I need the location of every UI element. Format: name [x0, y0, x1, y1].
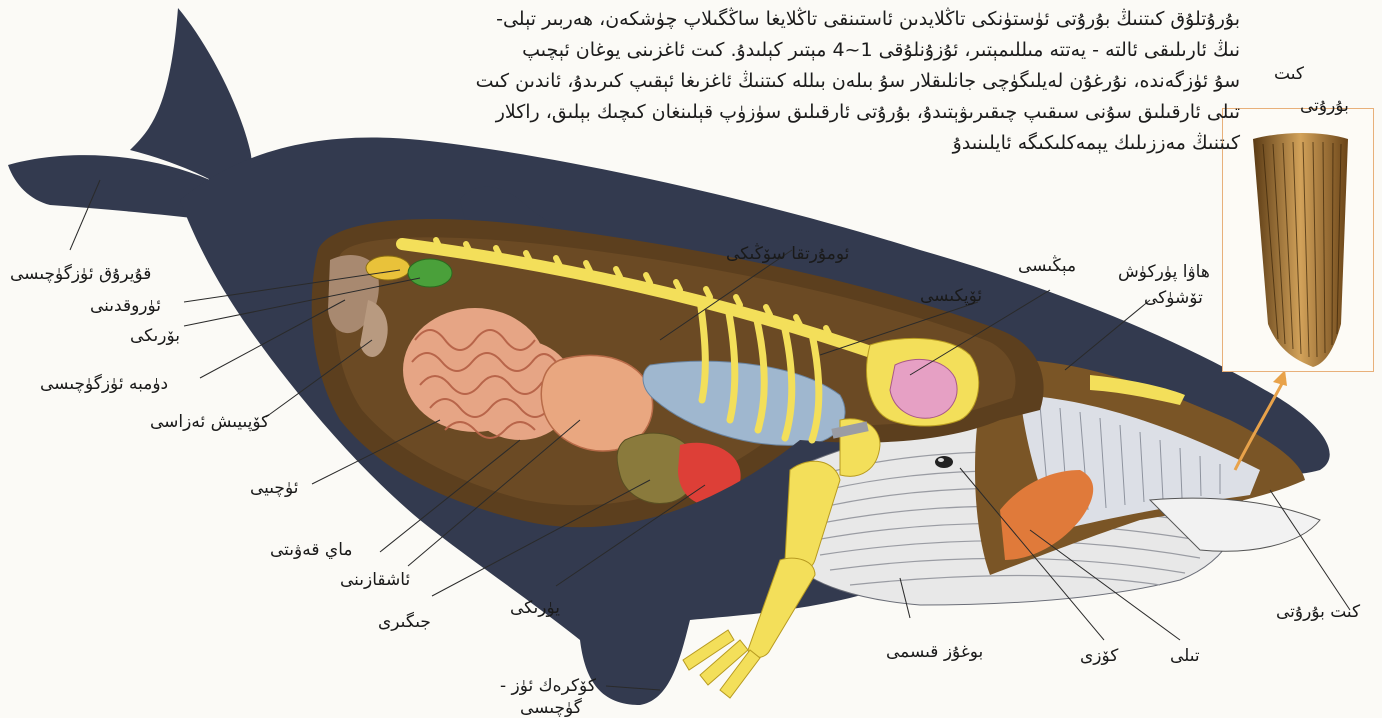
- label-tail-artery: قۇيرۇق ئۈزگۈچىسى: [10, 264, 151, 284]
- ovary-shape: [366, 256, 410, 280]
- label-flipper-line1: كۆكرەك ئۈز -: [500, 676, 596, 696]
- inset-title-line2: بۇرۇتى: [1300, 96, 1349, 116]
- label-eye: كۆزى: [1080, 646, 1118, 666]
- caption-line: نىڭ ئارىلىقى ئالتە - يەتتە مىللىمېتىر، ئ…: [240, 35, 1240, 66]
- label-kidney-top: ئۈروقدىنى: [90, 296, 161, 316]
- label-reproductive: كۆپىيىش ئەزاسى: [150, 412, 269, 432]
- label-heart: يۈرىكى: [510, 598, 560, 618]
- inset-title-line1: كىت: [1274, 64, 1304, 84]
- label-fat-layer: ماي قەۋىتى: [270, 540, 352, 560]
- label-kidney: بۆرىكى: [130, 326, 180, 346]
- baleen-inset: [1222, 108, 1374, 372]
- label-blowhole-line1: ھاۋا پۈركۈش: [1118, 262, 1210, 282]
- label-liver: جىگىرى: [378, 612, 431, 632]
- label-brain: مېڭىسى: [1018, 256, 1076, 276]
- baleen-photo: [1223, 109, 1373, 371]
- caption-paragraph: بۇرۇتلۇق كىتنىڭ بۇرۇتى ئۈستۈنكى تاڭلايدى…: [240, 4, 1240, 159]
- eye-shape: [935, 456, 953, 468]
- kidney-shape: [408, 259, 452, 287]
- label-intestine: ئۈچىيى: [250, 478, 298, 498]
- caption-line: كىتنىڭ مەززىلىك يېمەكلىكىگە ئايلىنىدۇ: [240, 128, 1240, 159]
- label-tongue: تىلى: [1170, 646, 1200, 666]
- label-stomach: ئاشقازىنى: [340, 570, 410, 590]
- label-flipper-line2: گۈچىسى: [520, 698, 582, 718]
- label-spine: ئومۇرتقا سۆڭىكى: [726, 244, 849, 264]
- caption-line: بۇرۇتلۇق كىتنىڭ بۇرۇتى ئۈستۈنكى تاڭلايدى…: [240, 4, 1240, 35]
- caption-line: تىلى ئارقىلىق سۇنى سىقىپ چىقىرىۋېتىدۇ، ب…: [240, 97, 1240, 128]
- label-baleen: كىت بۇرۇتى: [1276, 602, 1360, 622]
- label-blowhole-line2: تۆشۈكى: [1144, 288, 1203, 308]
- label-lung: ئۆپكىسى: [920, 286, 982, 306]
- caption-line: سۇ ئۈزگەندە، نۇرغۇن لەيلىگۈچى جانلىقلار …: [240, 66, 1240, 97]
- label-dorsal-fin: دۈمبە ئۈزگۈچىسى: [40, 374, 168, 394]
- label-throat: بوغۇز قىسمى: [886, 642, 983, 662]
